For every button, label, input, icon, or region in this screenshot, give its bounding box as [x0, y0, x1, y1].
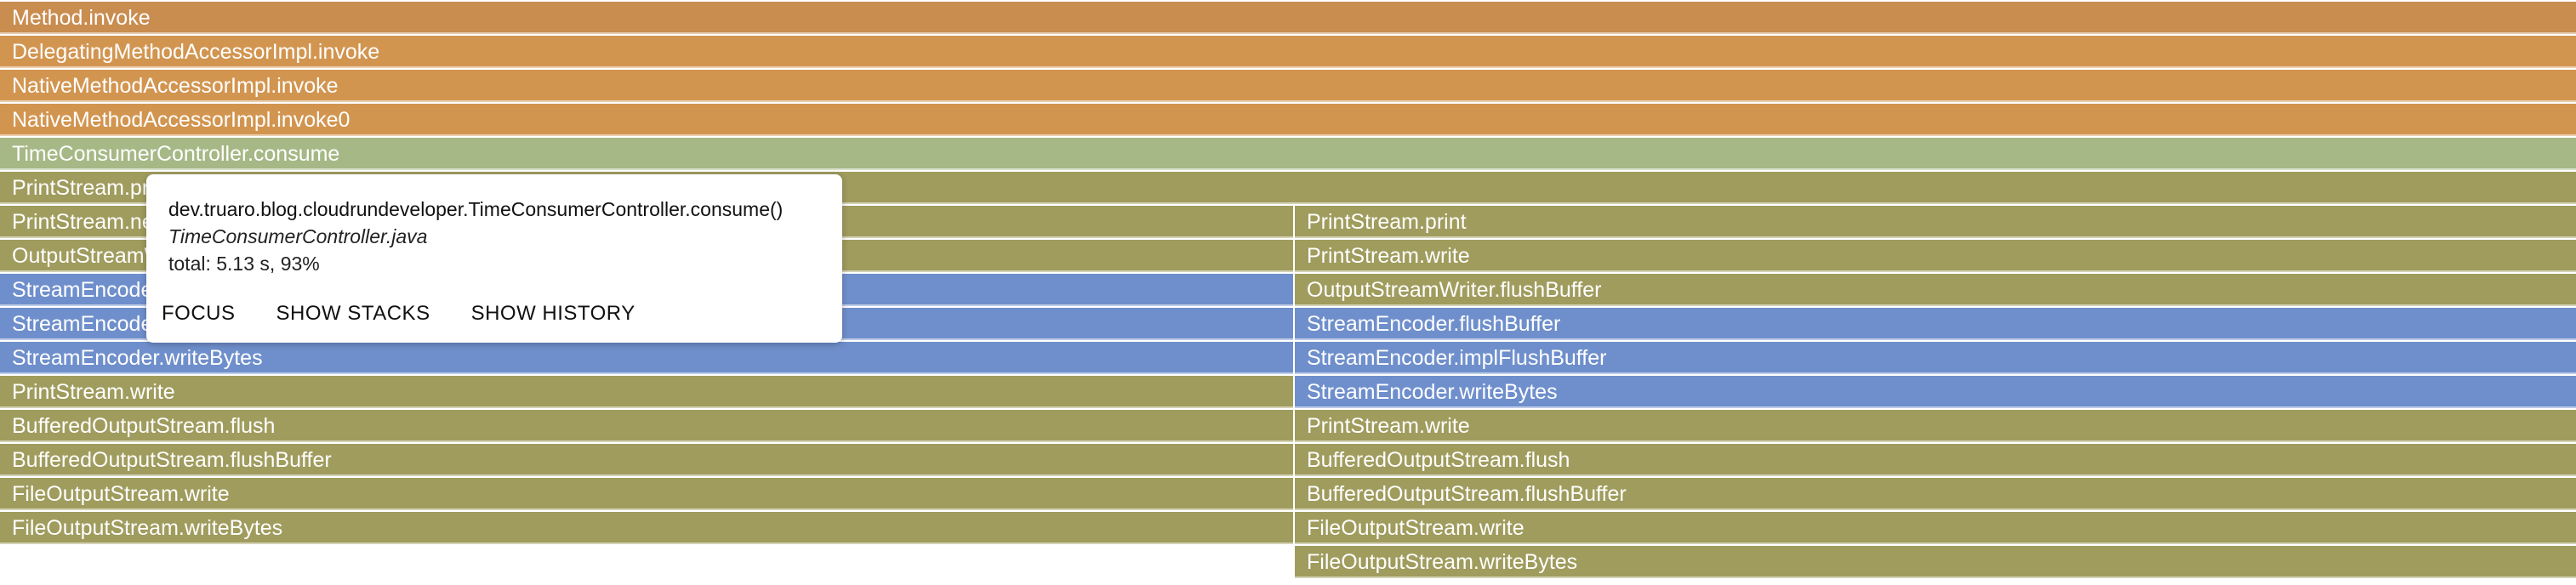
flame-frame[interactable]: StreamEncoder.writeBytes	[1295, 376, 2576, 408]
tooltip-file-name: TimeConsumerController.java	[168, 225, 428, 247]
flame-frame[interactable]: DelegatingMethodAccessorImpl.invoke	[0, 36, 2576, 68]
flame-frame[interactable]: StreamEncoder.implFlushBuffer	[1295, 342, 2576, 374]
tooltip-function-name: dev.truaro.blog.cloudrundeveloper.TimeCo…	[168, 198, 784, 220]
flame-frame[interactable]: FileOutputStream.write	[1295, 512, 2576, 544]
flame-frame[interactable]: BufferedOutputStream.flushBuffer	[1295, 478, 2576, 510]
flame-frame[interactable]: FileOutputStream.writeBytes	[1295, 546, 2576, 578]
tooltip-actions: FOCUS SHOW STACKS SHOW HISTORY	[162, 302, 635, 326]
flame-frame[interactable]: NativeMethodAccessorImpl.invoke0	[0, 104, 2576, 136]
flame-frame[interactable]: Method.invoke	[0, 2, 2576, 34]
show-history-button[interactable]: SHOW HISTORY	[470, 302, 635, 325]
flame-frame[interactable]: TimeConsumerController.consume	[0, 138, 2576, 170]
flame-frame[interactable]: BufferedOutputStream.flush	[1295, 444, 2576, 476]
flame-frame[interactable]: OutputStreamWriter.flushBuffer	[1295, 274, 2576, 306]
flame-frame[interactable]: FileOutputStream.writeBytes	[0, 512, 1293, 544]
flame-frame[interactable]: PrintStream.write	[1295, 240, 2576, 272]
flame-frame[interactable]: PrintStream.write	[1295, 410, 2576, 442]
flame-frame[interactable]: BufferedOutputStream.flush	[0, 410, 1293, 442]
show-stacks-button[interactable]: SHOW STACKS	[276, 302, 430, 325]
flame-frame[interactable]: FileOutputStream.write	[0, 478, 1293, 510]
focus-button[interactable]: FOCUS	[162, 302, 236, 325]
tooltip-total: total: 5.13 s, 93%	[168, 253, 320, 275]
flame-frame[interactable]: StreamEncoder.writeBytes	[0, 342, 1293, 374]
flame-frame[interactable]: NativeMethodAccessorImpl.invoke	[0, 70, 2576, 102]
frame-tooltip: dev.truaro.blog.cloudrundeveloper.TimeCo…	[146, 174, 842, 343]
flame-frame[interactable]: BufferedOutputStream.flushBuffer	[0, 444, 1293, 476]
flame-frame[interactable]: StreamEncoder.flushBuffer	[1295, 308, 2576, 340]
flame-frame[interactable]: PrintStream.write	[0, 376, 1293, 408]
flame-frame[interactable]: PrintStream.print	[1295, 206, 2576, 238]
